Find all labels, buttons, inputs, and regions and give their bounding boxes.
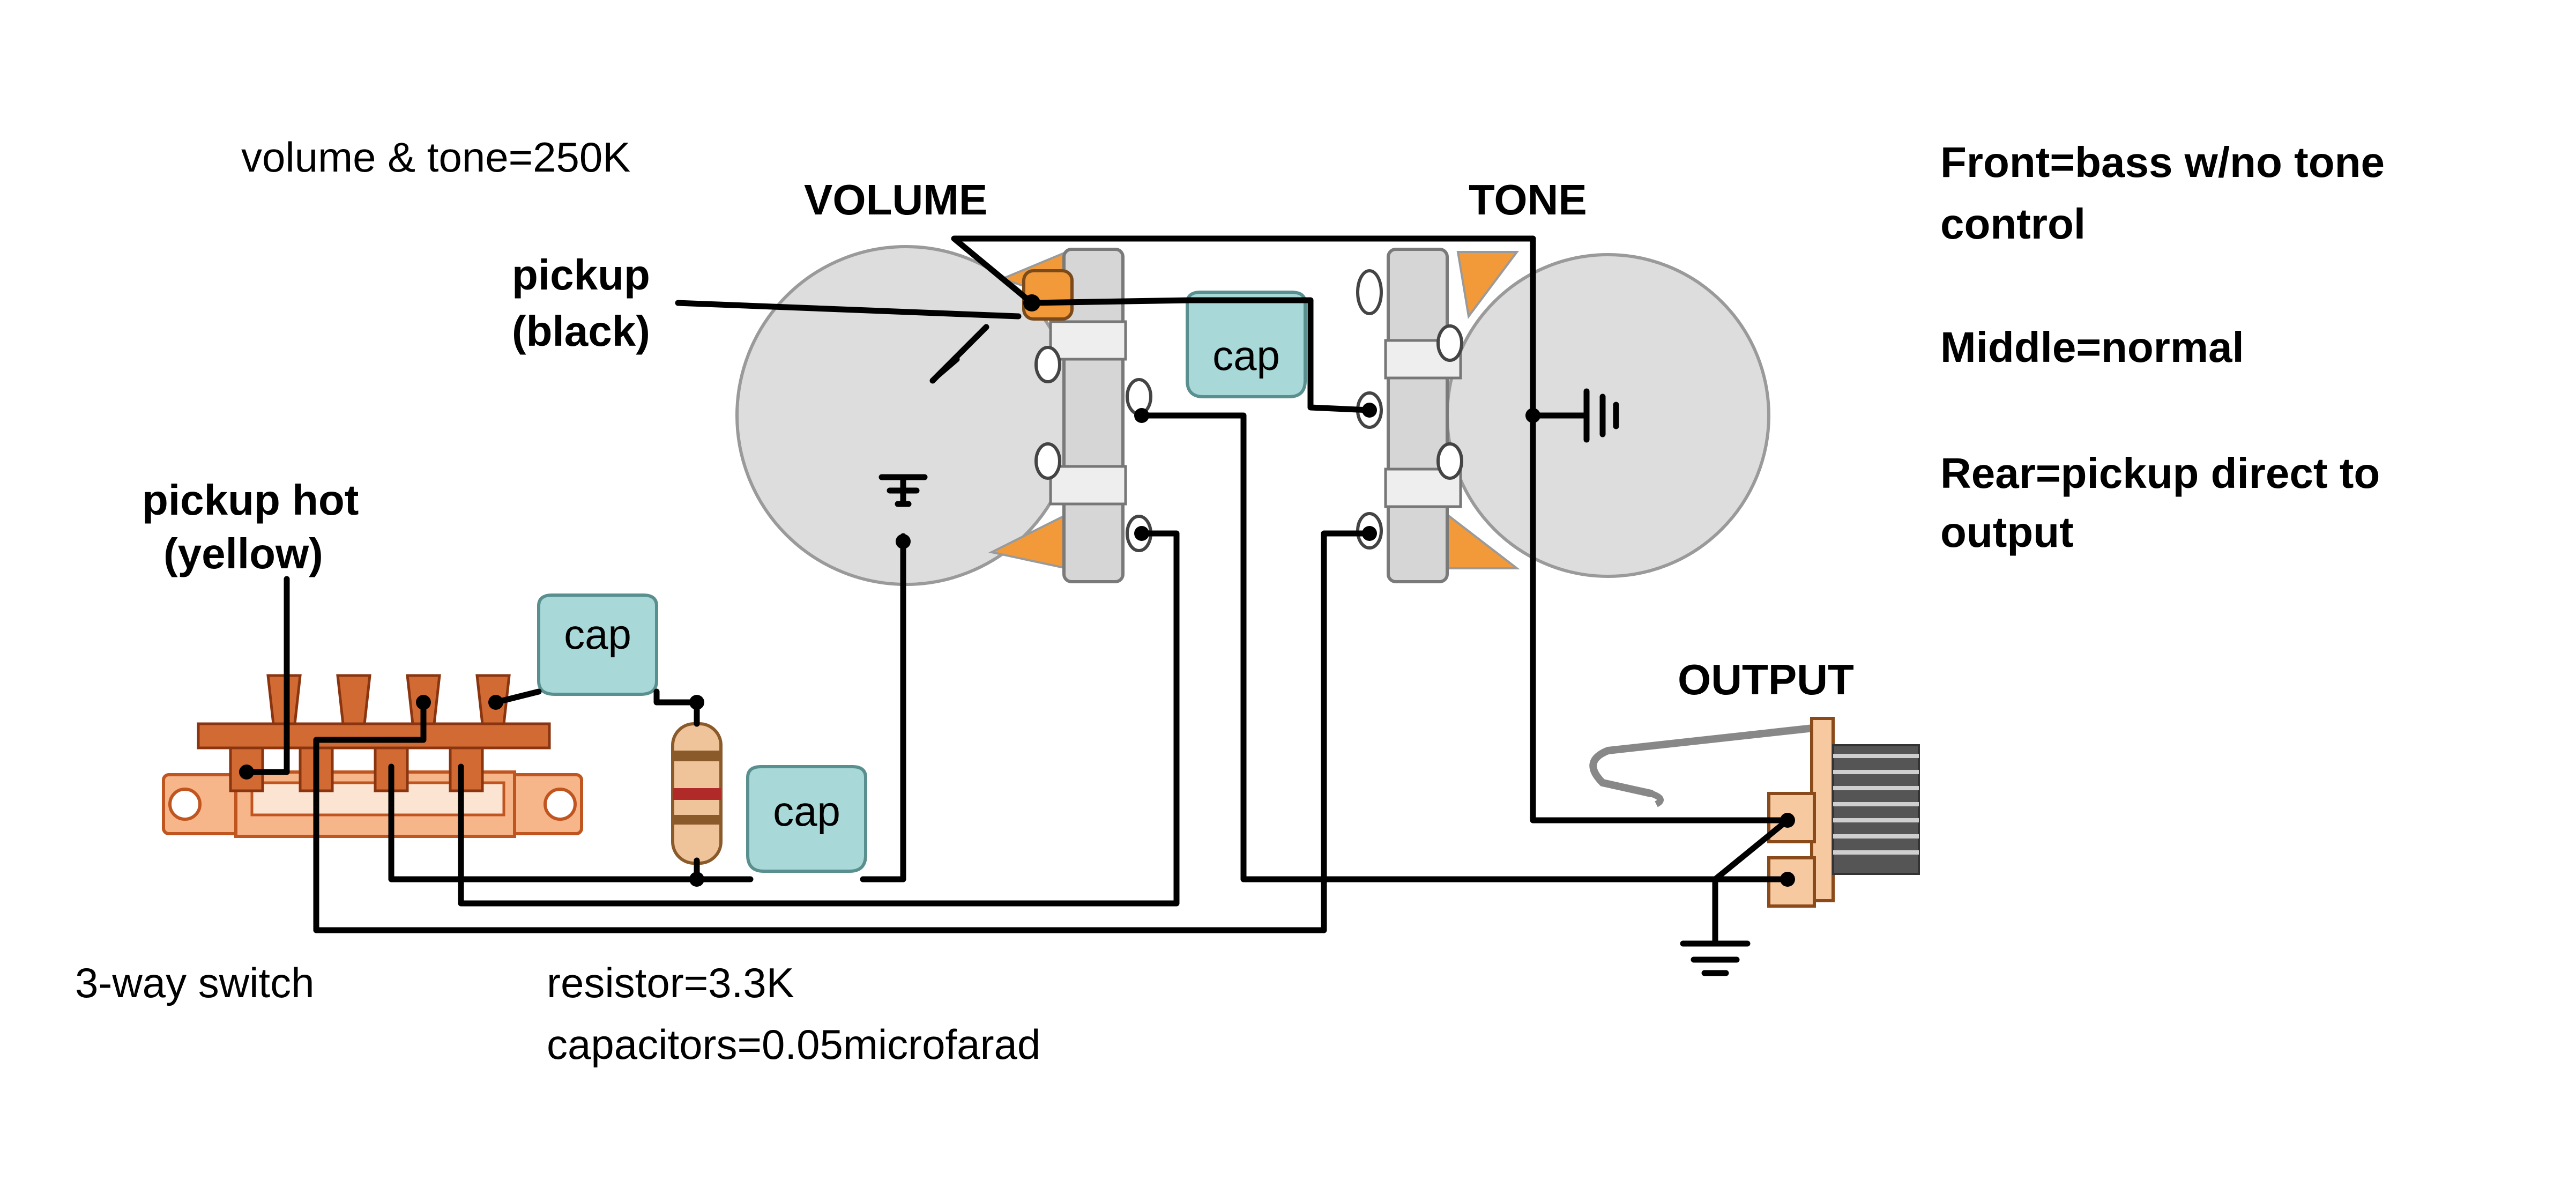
note-front: Front=bass w/no tone [1940,138,2385,186]
volume-pot [735,245,1152,586]
output-label: OUTPUT [1678,656,1854,703]
ground-symbol-pickup [929,324,989,384]
switch-label: 3-way switch [75,959,314,1006]
note-middle: Middle=normal [1940,323,2244,371]
jack-thread [1832,744,1920,875]
pickup-label: pickup [512,251,650,299]
cap-switch-top: cap [537,593,658,696]
pickup-hot-label: pickup hot [142,476,359,524]
ground-symbol-tone [1583,388,1619,443]
pickup-color-label: (black) [512,307,650,355]
cap-label: cap [1212,332,1280,379]
cap-label: cap [773,788,840,835]
ground-symbol-output [1680,940,1751,976]
pickup-hot-color-label: (yellow) [163,530,323,577]
wires [243,235,1791,947]
volume-label: VOLUME [804,176,987,224]
cap-tone: cap [1186,291,1307,398]
output-jack [1589,717,1920,908]
junctions [239,294,1795,887]
note-front-cont: control [1940,200,2086,248]
resistor-value: resistor=3.3K [547,959,794,1006]
capacitor-value: capacitors=0.05microfarad [547,1021,1040,1068]
ground-symbol-volume [878,474,928,507]
three-way-switch [162,674,583,838]
cap-label: cap [564,611,631,658]
volume-tone-value: volume & tone=250K [241,133,630,181]
resistor [671,722,723,865]
cap-ground: cap [746,765,867,873]
note-rear-cont: output [1940,508,2074,556]
note-rear: Rear=pickup direct to [1940,449,2380,497]
tone-label: TONE [1469,176,1587,224]
tone-pot [1356,248,1770,583]
